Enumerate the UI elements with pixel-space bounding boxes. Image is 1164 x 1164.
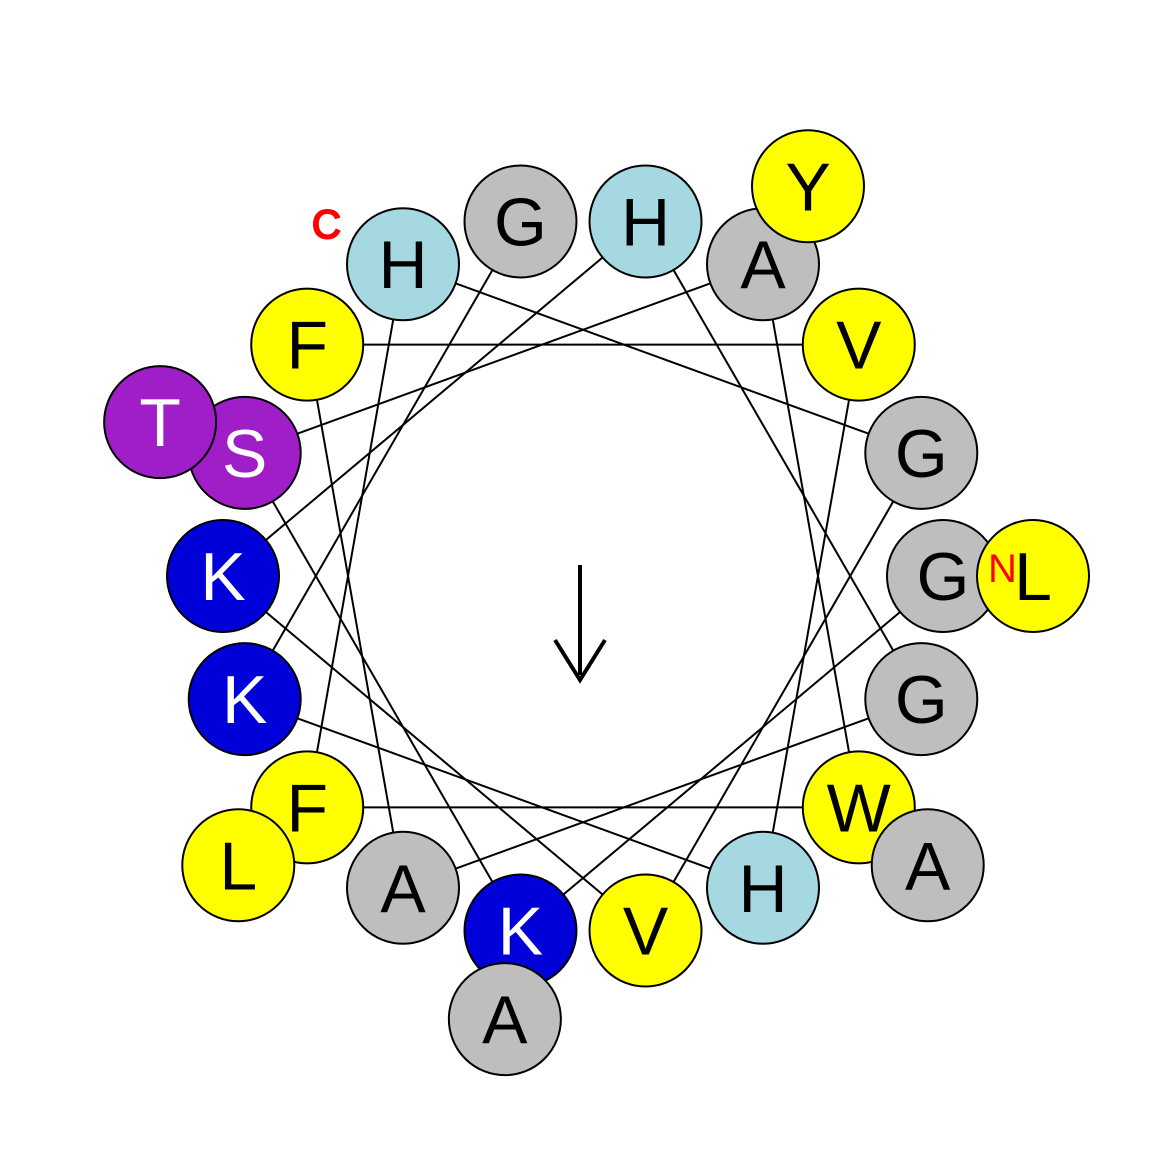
residue-letter: G	[895, 662, 948, 738]
residue-16: H	[706, 830, 820, 945]
residue-connections	[222, 220, 944, 932]
residue-link	[243, 452, 522, 932]
residue-letter: A	[482, 982, 528, 1058]
residue-1: G	[886, 519, 1000, 633]
residue-10: K	[166, 519, 280, 633]
residue-17: K	[187, 642, 302, 757]
residue-link	[244, 698, 764, 889]
residue-9: V	[588, 873, 703, 988]
residue-letter: F	[286, 770, 328, 846]
residue-letter: H	[378, 227, 427, 303]
residue-14: F	[250, 287, 365, 402]
residue-15: V	[801, 287, 916, 402]
residue-2: K	[463, 873, 578, 988]
residue-23: A	[870, 808, 985, 923]
residue-letter: K	[200, 539, 245, 615]
residue-letter: G	[494, 184, 547, 260]
residue-circle	[706, 830, 820, 945]
residue-22: Y	[751, 129, 865, 244]
residue-link	[644, 452, 923, 932]
residue-circle	[103, 365, 218, 480]
residue-circle	[166, 519, 280, 633]
residue-link	[644, 220, 923, 700]
residue-link	[402, 698, 922, 889]
residue-letter: T	[139, 385, 181, 461]
residue-circle	[870, 808, 985, 923]
n-terminus-label: N	[988, 547, 1017, 591]
residue-letter: A	[740, 227, 786, 303]
residue-24: L	[181, 808, 296, 923]
residue-circle	[447, 962, 562, 1077]
residue-18: G	[463, 164, 578, 279]
residue-link	[762, 264, 860, 808]
residue-11: H	[588, 164, 703, 279]
residue-5: W	[801, 750, 916, 865]
residue-circle	[864, 642, 979, 757]
residue-circle	[976, 519, 1090, 633]
residue-circle	[463, 164, 578, 279]
residue-circle	[346, 830, 460, 945]
residue-letter: L	[1014, 539, 1052, 615]
residue-letter: W	[827, 770, 891, 846]
residue-12: G	[864, 642, 979, 757]
residue-letter: V	[836, 308, 882, 384]
residue-link	[222, 575, 647, 932]
residue-letter: G	[895, 416, 948, 492]
residue-circle	[250, 287, 365, 402]
residue-link	[306, 264, 404, 808]
residue-letter: K	[498, 894, 543, 970]
residue-8: G	[864, 395, 979, 510]
residue-20: A	[447, 962, 562, 1077]
residue-link	[402, 263, 922, 454]
residue-letter: G	[917, 539, 970, 615]
residue-circle	[588, 164, 703, 279]
residue-letter: L	[219, 828, 257, 904]
residue-letter: H	[738, 851, 787, 927]
residue-letter: K	[222, 662, 267, 738]
residue-13: A	[346, 830, 460, 945]
residue-letter: Y	[785, 149, 830, 225]
residue-circle	[801, 287, 916, 402]
residue-link	[222, 220, 647, 577]
residue-7: H	[346, 207, 460, 322]
residue-circle	[864, 395, 979, 510]
c-terminus-label: C	[312, 203, 341, 247]
hydrophobic-moment-arrow	[553, 565, 607, 684]
residue-circle	[751, 129, 865, 244]
residue-link	[519, 575, 944, 932]
residue-circle	[588, 873, 703, 988]
residue-circle	[346, 207, 460, 322]
residue-link	[244, 263, 764, 454]
residue-link	[306, 344, 404, 888]
residue-letter: V	[623, 894, 669, 970]
residue-circle	[181, 808, 296, 923]
residue-link	[243, 220, 522, 700]
residue-letter: S	[222, 416, 267, 492]
residue-circle	[187, 642, 302, 757]
residue-19: L	[976, 519, 1090, 633]
residue-letter: H	[621, 184, 670, 260]
residue-letter: A	[380, 851, 426, 927]
residue-link	[762, 344, 860, 888]
residue-21: T	[103, 365, 218, 480]
residue-letter: A	[905, 828, 951, 904]
residue-letter: F	[286, 308, 328, 384]
